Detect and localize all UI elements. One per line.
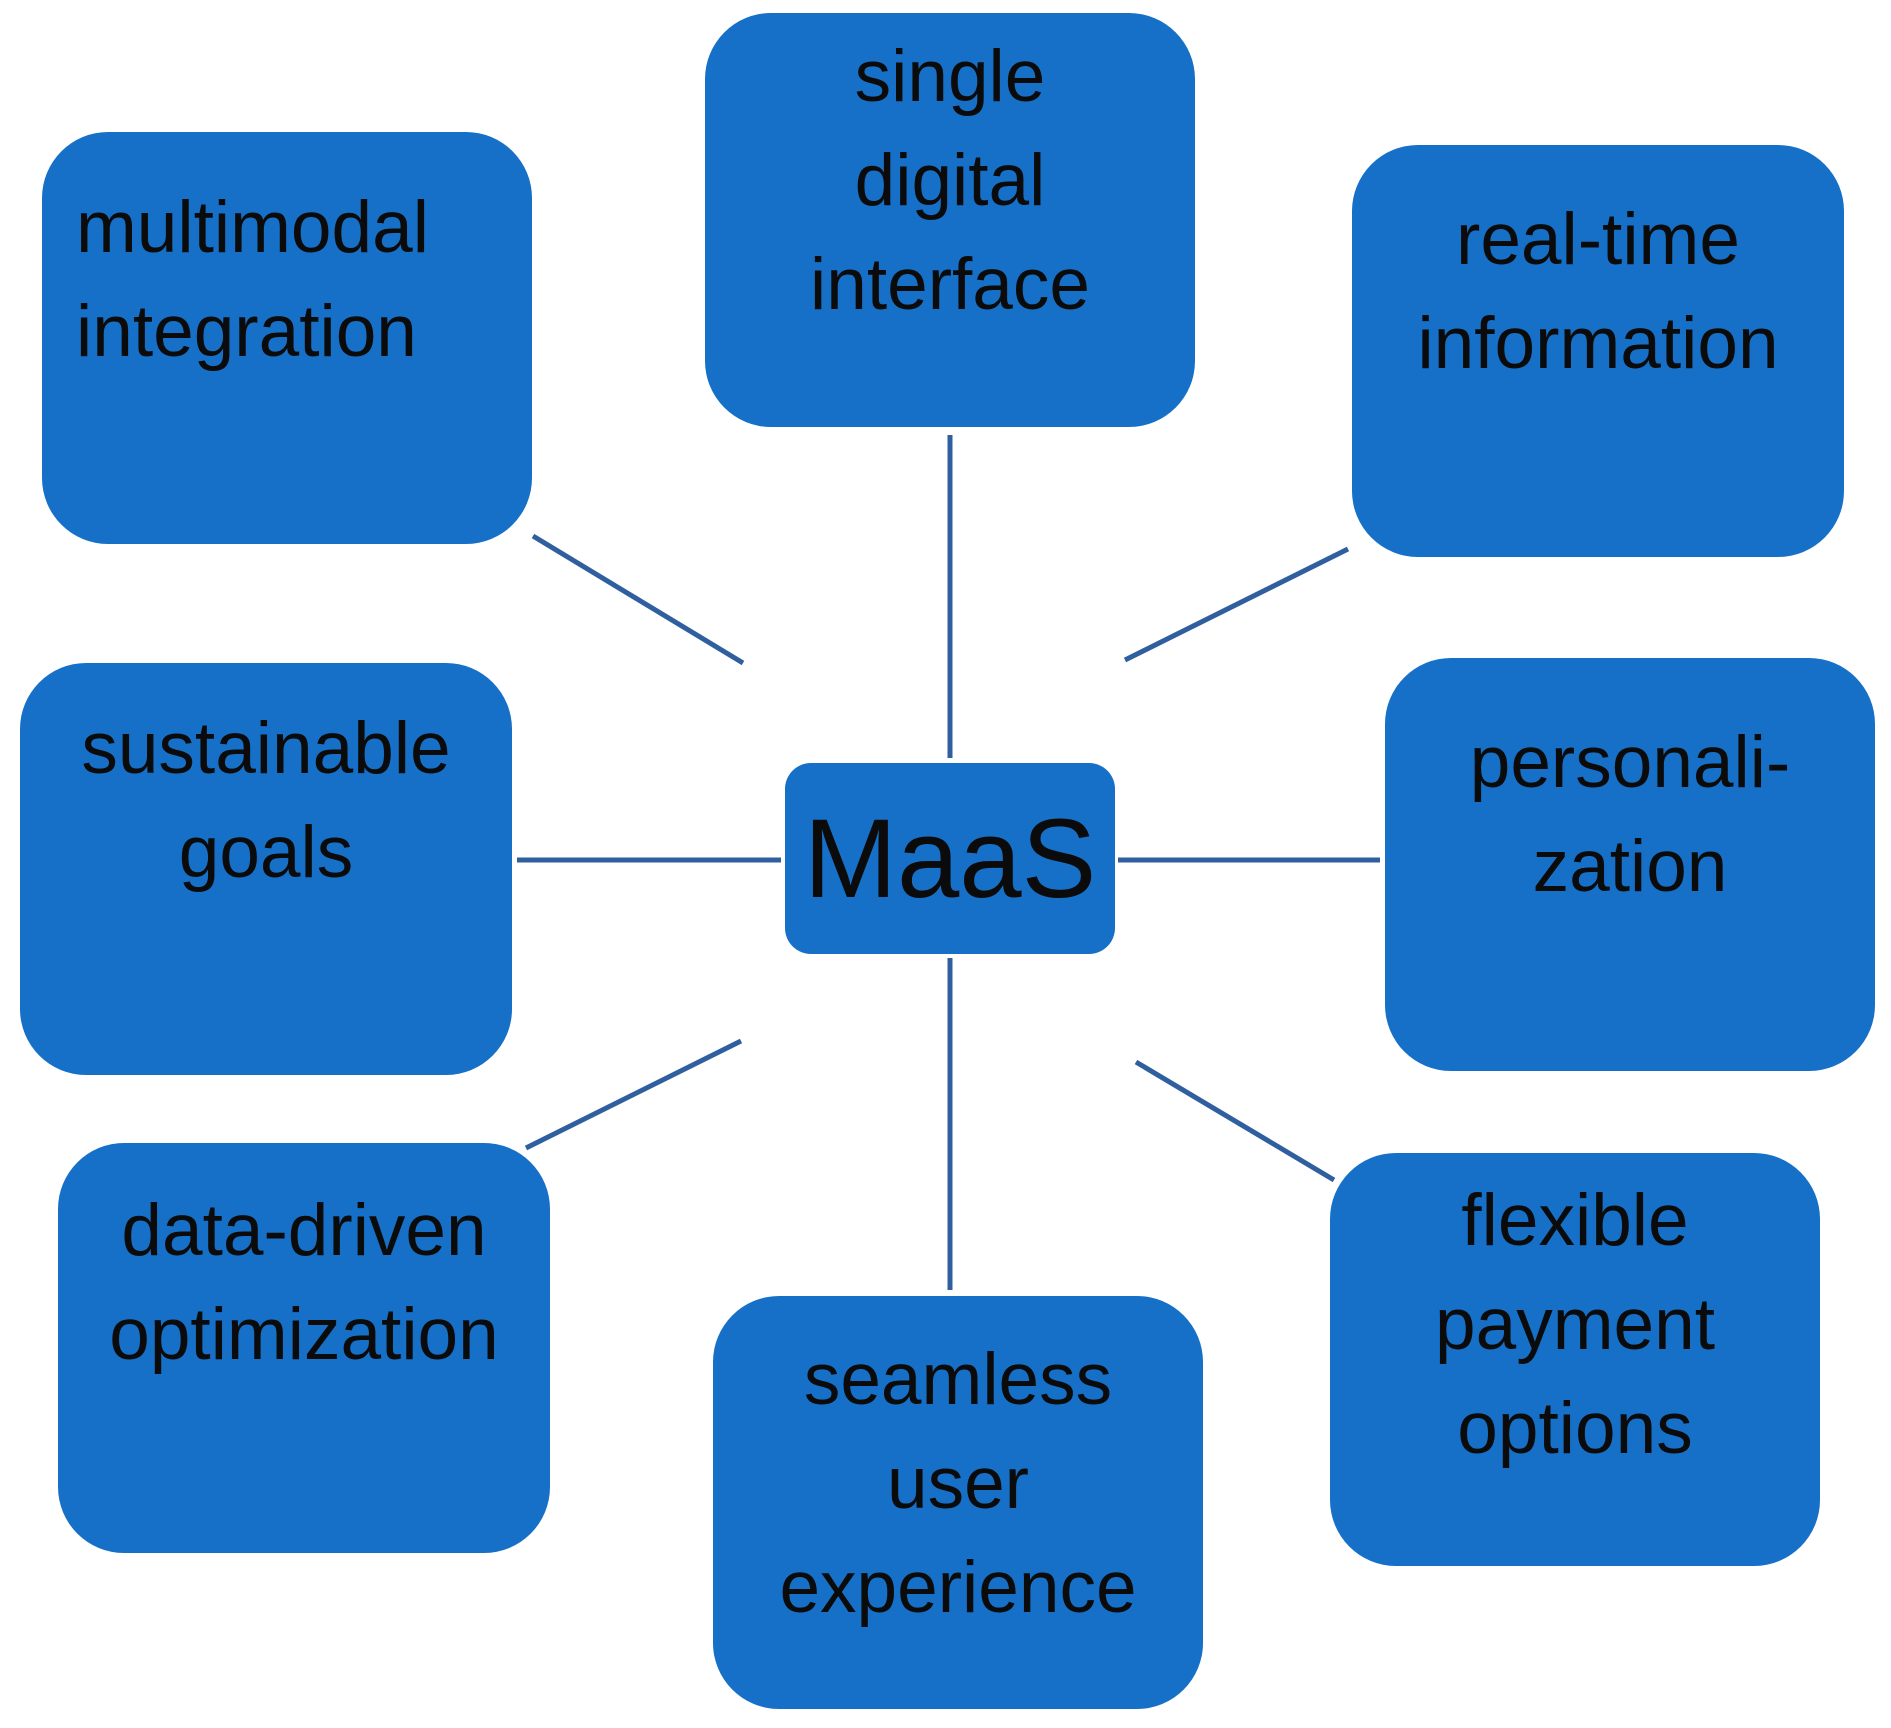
label-line: interface	[810, 244, 1090, 325]
label-line: information	[1417, 303, 1779, 384]
center-label: MaaS	[803, 795, 1097, 921]
label-line: data-driven	[121, 1190, 487, 1271]
label-line: goals	[178, 812, 354, 893]
node-sustainable-goals: sustainable goals	[20, 663, 512, 1075]
node-seamless-user-experience: seamless user experience	[713, 1296, 1203, 1709]
node-single-digital-interface: single digital interface	[705, 13, 1195, 427]
label-line: zation	[1532, 826, 1728, 907]
node-flexible-payment-options: flexible payment options	[1330, 1153, 1820, 1566]
label-line: digital	[854, 140, 1046, 221]
node-label: multimodal integration	[76, 176, 532, 544]
label-line: experience	[779, 1547, 1137, 1628]
label-line: single	[854, 36, 1046, 117]
node-label: real-time information	[1352, 188, 1844, 557]
node-label: data-driven optimization	[58, 1179, 550, 1553]
label-line: options	[1457, 1388, 1693, 1469]
node-label: single digital interface	[705, 25, 1195, 427]
connector-top-left	[531, 533, 745, 666]
label-line: flexible	[1461, 1180, 1689, 1261]
label-line: real-time	[1456, 199, 1740, 280]
node-data-driven-optimization: data-driven optimization	[58, 1143, 550, 1553]
label-line: optimization	[109, 1294, 499, 1375]
connector-bottom-right	[1134, 1059, 1336, 1183]
node-label: personali- zation	[1385, 711, 1875, 1071]
node-multimodal-integration: multimodal integration	[42, 132, 532, 544]
label-line: sustainable	[81, 708, 451, 789]
center-node-maas: MaaS	[785, 763, 1115, 954]
label-line: integration	[76, 291, 417, 372]
label-line: seamless	[803, 1339, 1113, 1420]
label-line: multimodal	[76, 187, 429, 268]
node-label: seamless user experience	[713, 1328, 1203, 1709]
label-line: user	[886, 1443, 1029, 1524]
connector-top-right	[1123, 546, 1350, 663]
connector-bottom-left	[524, 1038, 743, 1151]
node-personalization: personali- zation	[1385, 658, 1875, 1071]
node-real-time-information: real-time information	[1352, 145, 1844, 557]
label-line: personali-	[1469, 722, 1791, 803]
node-label: flexible payment options	[1330, 1169, 1820, 1566]
label-line: payment	[1435, 1284, 1715, 1365]
node-label: sustainable goals	[20, 697, 512, 1075]
